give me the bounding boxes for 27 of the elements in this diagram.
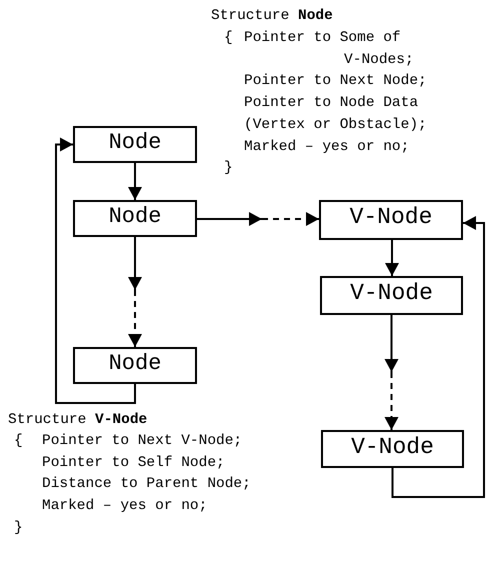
code-line: Pointer to Some of V-Nodes; (244, 29, 414, 70)
node-box: Node (73, 347, 197, 384)
code-line: Distance to Parent Node; (42, 475, 251, 494)
brace: } (224, 159, 233, 178)
code-line: Pointer to Node Data (Vertex or Obstacle); (244, 94, 427, 135)
node-box: V-Node (321, 430, 464, 468)
arrow (384, 315, 398, 430)
brace: { (224, 29, 233, 48)
code-line: Marked – yes or no; (244, 138, 410, 156)
arrow (128, 163, 142, 200)
arrow (385, 240, 399, 276)
node-box: V-Node (320, 276, 463, 315)
node-box: V-Node (319, 200, 463, 240)
brace: } (14, 518, 23, 538)
arrow (55, 138, 136, 404)
structure-heading: Structure Node (211, 7, 333, 26)
code-line: Pointer to Next Node; (244, 72, 427, 92)
arrow (197, 212, 319, 226)
node-box: Node (73, 126, 197, 163)
brace: { (14, 432, 23, 451)
arrow (128, 237, 142, 347)
structure-heading: Structure V-Node (8, 411, 148, 430)
node-box: Node (73, 200, 197, 237)
code-line: Pointer to Next V-Node; (42, 432, 242, 451)
arrow (392, 216, 485, 498)
code-line: Marked – yes or no; (42, 497, 208, 516)
code-line: Pointer to Self Node; (42, 454, 225, 473)
